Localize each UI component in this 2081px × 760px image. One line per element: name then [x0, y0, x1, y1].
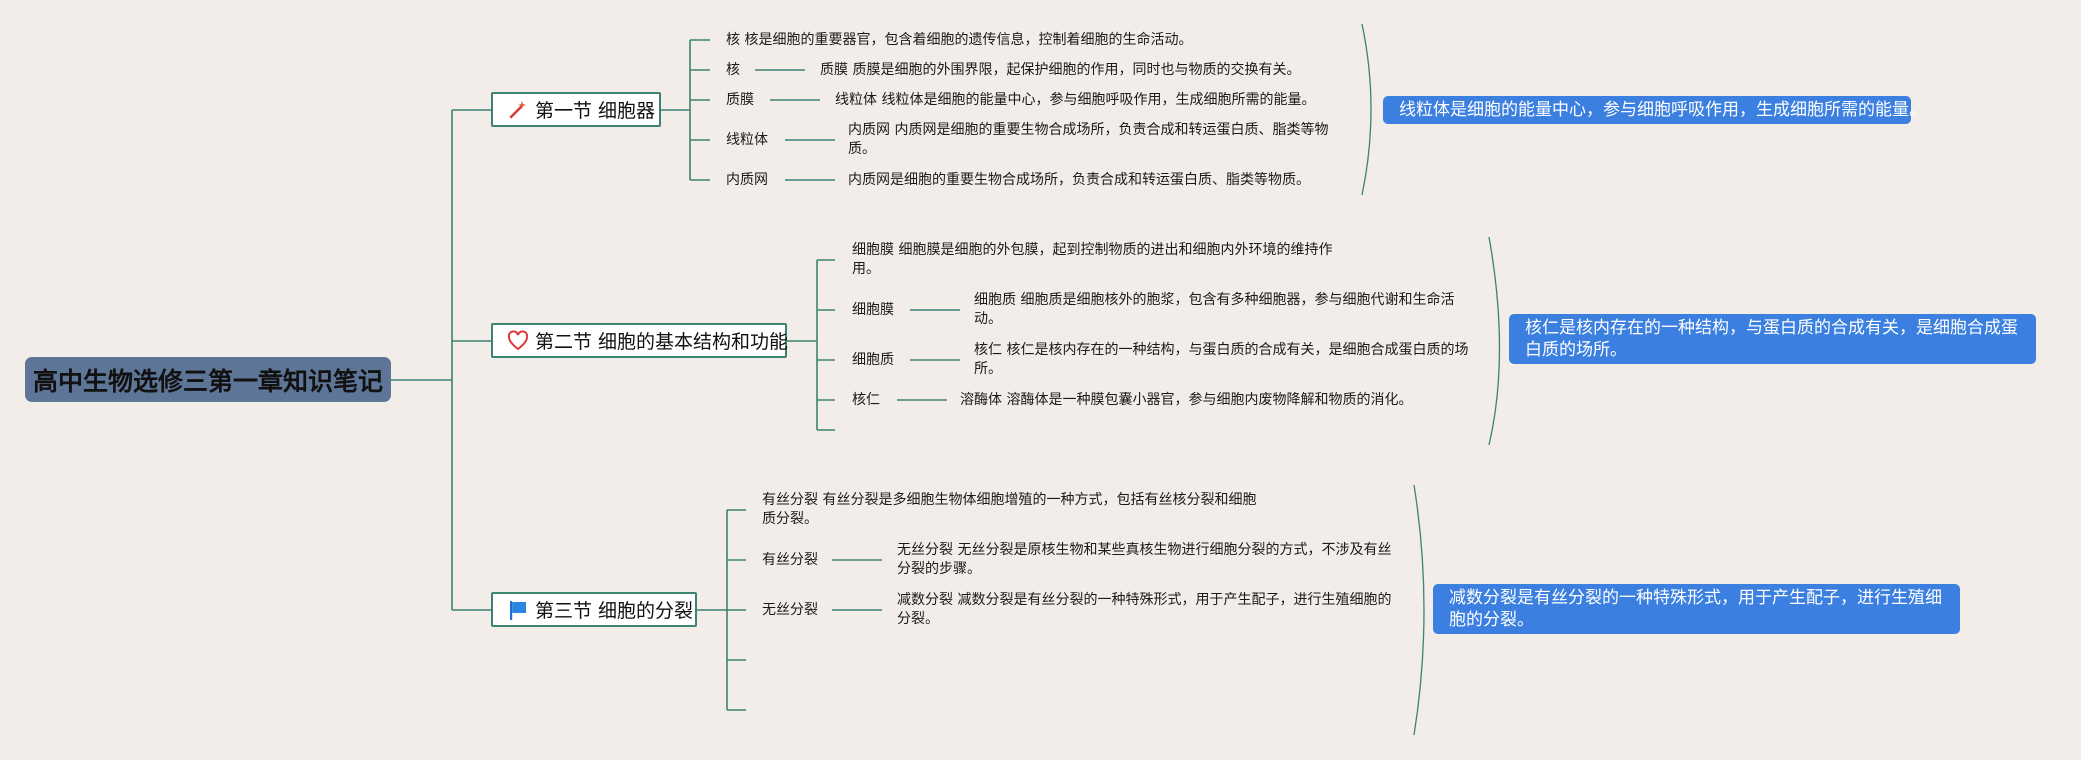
section-3-summary[interactable]: 减数分裂是有丝分裂的一种特殊形式，用于产生配子，进行生殖细胞的分裂。	[1433, 584, 1960, 634]
section-3-item-2[interactable]: 无丝分裂	[762, 602, 818, 618]
section-2-node[interactable]: 第二节 细胞的基本结构和功能	[491, 323, 789, 358]
section-3-item-1[interactable]: 有丝分裂	[762, 552, 818, 568]
section-3-item-0[interactable]: 有丝分裂 有丝分裂是多细胞生物体细胞增殖的一种方式，包括有丝核分裂和细胞质分裂。	[762, 492, 1257, 527]
section-1-item-3-desc[interactable]: 内质网 内质网是细胞的重要生物合成场所，负责合成和转运蛋白质、脂类等物质。	[848, 122, 1329, 157]
heart-icon	[507, 329, 529, 352]
section-2-item-0[interactable]: 细胞膜 细胞膜是细胞的外包膜，起到控制物质的进出和细胞内外环境的维持作用。	[852, 242, 1333, 277]
section-3-item-2-desc[interactable]: 减数分裂 减数分裂是有丝分裂的一种特殊形式，用于产生配子，进行生殖细胞的分裂。	[897, 592, 1392, 627]
section-3-title: 第三节 细胞的分裂	[535, 600, 694, 622]
root-topic[interactable]: 高中生物选修三第一章知识笔记	[25, 357, 391, 402]
section-2-item-3[interactable]: 核仁	[852, 392, 880, 408]
section-2-summary[interactable]: 核仁是核内存在的一种结构，与蛋白质的合成有关，是细胞合成蛋白质的场所。	[1509, 314, 2036, 364]
section-1-node[interactable]: 第一节 细胞器	[491, 92, 661, 127]
section-1-item-1[interactable]: 核	[726, 62, 740, 78]
section-1-item-4[interactable]: 内质网	[726, 172, 768, 188]
section-2-item-1[interactable]: 细胞膜	[852, 302, 894, 318]
section-2-item-2-desc[interactable]: 核仁 核仁是核内存在的一种结构，与蛋白质的合成有关，是细胞合成蛋白质的场所。	[974, 342, 1469, 377]
section-1-item-4-desc[interactable]: 内质网是细胞的重要生物合成场所，负责合成和转运蛋白质、脂类等物质。	[848, 172, 1310, 188]
section-1-item-0[interactable]: 核 核是细胞的重要器官，包含着细胞的遗传信息，控制着细胞的生命活动。	[726, 32, 1193, 48]
section-2-item-1-desc[interactable]: 细胞质 细胞质是细胞核外的胞浆，包含有多种细胞器，参与细胞代谢和生命活动。	[974, 292, 1455, 327]
section-2-item-3-desc[interactable]: 溶酶体 溶酶体是一种膜包囊小器官，参与细胞内废物降解和物质的消化。	[960, 392, 1413, 408]
section-3-item-1-desc[interactable]: 无丝分裂 无丝分裂是原核生物和某些真核生物进行细胞分裂的方式，不涉及有丝分裂的步…	[897, 542, 1392, 577]
section-3-node[interactable]: 第三节 细胞的分裂	[491, 592, 697, 627]
section-1-item-2[interactable]: 质膜	[726, 92, 754, 108]
section-2-title: 第二节 细胞的基本结构和功能	[535, 331, 789, 353]
flag-icon	[507, 599, 529, 621]
section-1-item-1-desc[interactable]: 质膜 质膜是细胞的外围界限，起保护细胞的作用，同时也与物质的交换有关。	[820, 62, 1301, 78]
wand-icon	[507, 99, 529, 121]
section-1-title: 第一节 细胞器	[535, 100, 656, 122]
section-1-item-2-desc[interactable]: 线粒体 线粒体是细胞的能量中心，参与细胞呼吸作用，生成细胞所需的能量。	[835, 92, 1316, 108]
section-2-item-2[interactable]: 细胞质	[852, 352, 894, 368]
section-1-summary[interactable]: 线粒体是细胞的能量中心，参与细胞呼吸作用，生成细胞所需的能量。	[1383, 96, 1926, 124]
section-1-item-3[interactable]: 线粒体	[726, 132, 768, 148]
